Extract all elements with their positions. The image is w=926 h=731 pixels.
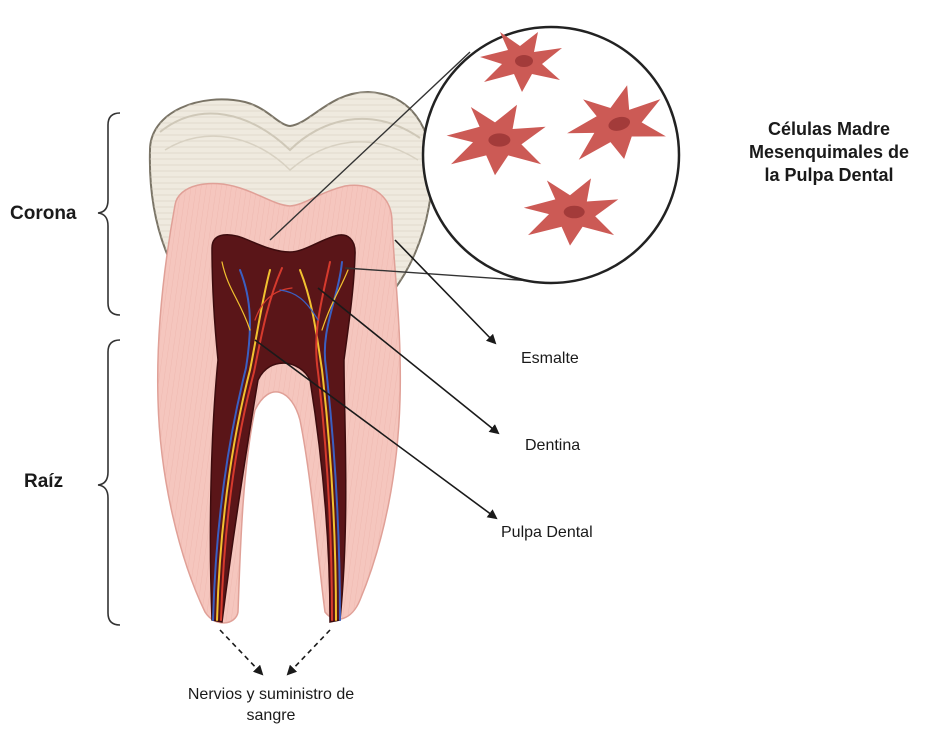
dentin (158, 183, 401, 622)
dentina-label: Dentina (525, 437, 580, 455)
corona-bracket (98, 113, 120, 315)
corona-label: Corona (10, 203, 77, 225)
stem-cells-label: Células Madre Mesenquimales de la Pulpa … (741, 118, 917, 187)
raiz-label: Raíz (24, 471, 63, 493)
nerve-arrow-right (288, 630, 330, 674)
raiz-bracket (98, 340, 120, 625)
stem-cell-magnification (423, 27, 679, 283)
pulpa-label: Pulpa Dental (501, 524, 593, 542)
nerves-label: Nervios y suministro de sangre (178, 684, 364, 726)
nerve-arrow-left (220, 630, 262, 674)
esmalte-label: Esmalte (521, 350, 579, 368)
